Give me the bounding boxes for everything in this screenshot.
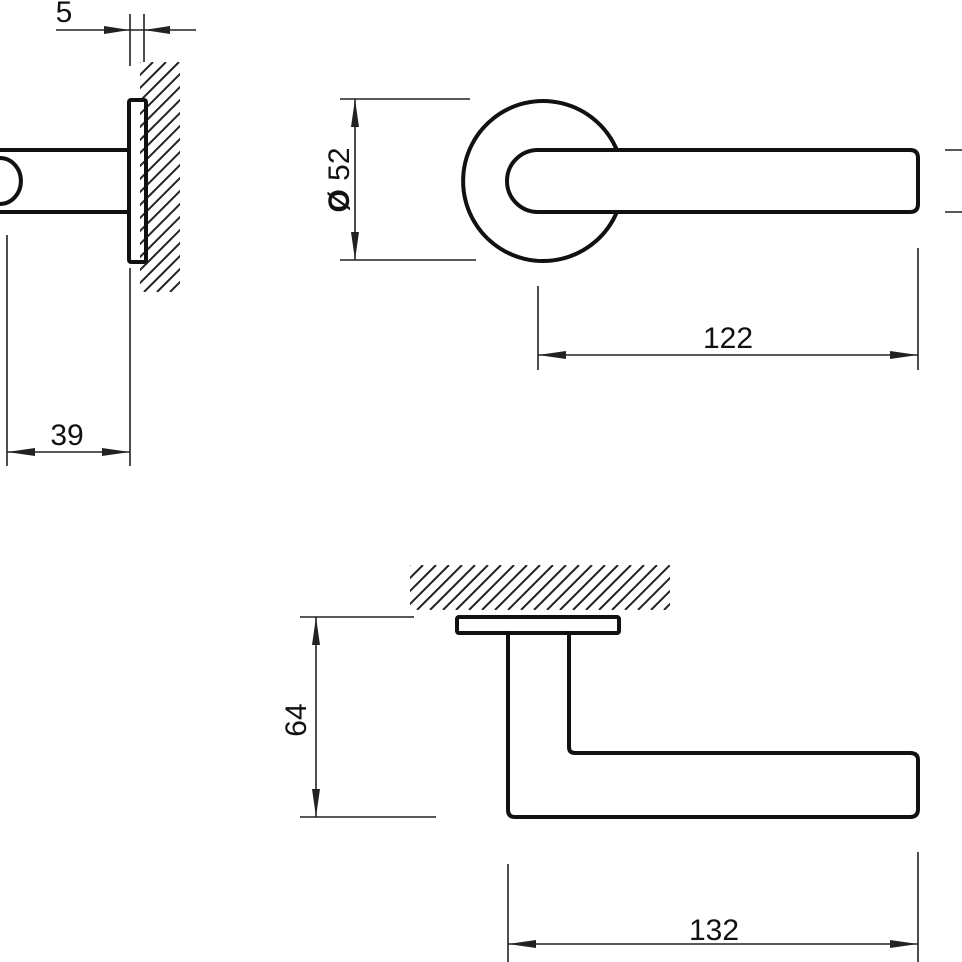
- wall-hatch-line: [352, 62, 582, 292]
- wall-hatch-line: [287, 62, 517, 292]
- wall-hatch-line: [261, 62, 491, 292]
- wall-hatch-line: [140, 72, 180, 116]
- wall-hatch-line: [598, 565, 645, 610]
- wall-hatch-line: [140, 137, 180, 181]
- dim-plate-thickness-label: 5: [56, 0, 73, 29]
- wall-hatch-line: [546, 565, 593, 610]
- wall-hatch-line: [410, 565, 437, 593]
- wall-hatch-line: [378, 62, 608, 292]
- dimension-plate-thickness: 5: [56, 0, 196, 66]
- wall-hatch-line: [690, 565, 735, 610]
- front-view-rose: [461, 99, 618, 263]
- wall-hatch-line: [410, 565, 411, 567]
- wall-hatch-line: [274, 62, 504, 292]
- dim-lever-height-label: 64: [280, 703, 313, 736]
- wall-hatch-line: [455, 565, 502, 610]
- wall-hatch-line: [169, 280, 180, 292]
- side-view-lever-shank: [0, 148, 131, 214]
- wall-hatch-line: [140, 241, 180, 285]
- top-view-rose-plate: [455, 615, 621, 635]
- wall-hatch-line: [410, 565, 450, 606]
- wall-hatch-line: [703, 565, 748, 610]
- front-view-lever: [505, 148, 920, 214]
- side-view-lever-end-arc: [0, 156, 23, 206]
- wall-hatch-line: [520, 565, 567, 610]
- dim-overall-length-label: 132: [689, 914, 739, 947]
- wall-hatch-line: [663, 602, 670, 610]
- wall-hatch-line: [611, 565, 658, 610]
- side-view-wall-hatching: [140, 62, 608, 292]
- wall-hatch-line: [410, 565, 424, 580]
- top-view-wall-hatching: [410, 565, 748, 610]
- wall-hatch-line: [140, 176, 180, 220]
- wall-hatch-line: [140, 98, 180, 142]
- side-view: 5 39: [0, 0, 608, 466]
- dimension-rose-diameter: Ø 52: [323, 98, 476, 261]
- side-view-rose-plate: [127, 98, 148, 264]
- dimension-lever-length: 122: [537, 248, 919, 370]
- wall-hatch-line: [183, 62, 413, 292]
- wall-hatch-line: [442, 565, 489, 610]
- wall-hatch-line: [637, 576, 670, 610]
- wall-hatch-line: [140, 215, 180, 259]
- wall-hatch-line: [140, 189, 180, 233]
- front-view: Ø 52 122: [323, 98, 962, 370]
- wall-hatch-line: [494, 565, 541, 610]
- dim-projection-label: 39: [50, 419, 83, 452]
- wall-hatch-line: [248, 62, 478, 292]
- wall-hatch-line: [559, 565, 606, 610]
- wall-hatch-line: [585, 565, 632, 610]
- wall-hatch-line: [196, 62, 426, 292]
- wall-hatch-line: [481, 565, 528, 610]
- wall-hatch-line: [140, 163, 180, 207]
- wall-hatch-line: [140, 150, 180, 194]
- wall-hatch-line: [416, 565, 463, 610]
- wall-hatch-line: [140, 111, 180, 155]
- wall-hatch-line: [140, 228, 180, 272]
- wall-hatch-line: [572, 565, 619, 610]
- wall-hatch-line: [468, 565, 515, 610]
- wall-hatch-line: [429, 565, 476, 610]
- wall-hatch-line: [650, 589, 670, 610]
- dimension-lever-height: 64: [280, 616, 436, 818]
- wall-hatch-line: [339, 62, 569, 292]
- wall-hatch-line: [624, 565, 670, 610]
- dim-lever-length-label: 122: [703, 322, 753, 355]
- wall-hatch-line: [507, 565, 554, 610]
- dimension-lever-width-stub: [945, 149, 962, 213]
- wall-hatch-line: [677, 565, 722, 610]
- top-view: 64 132: [280, 565, 920, 962]
- top-view-lever: [506, 631, 920, 819]
- dimension-overall-length: 132: [507, 852, 919, 962]
- wall-hatch-line: [533, 565, 580, 610]
- dimension-projection: 39: [6, 235, 131, 466]
- wall-hatch-line: [140, 202, 180, 246]
- wall-hatch-line: [140, 85, 180, 129]
- dim-rose-diameter-label: Ø 52: [323, 147, 356, 212]
